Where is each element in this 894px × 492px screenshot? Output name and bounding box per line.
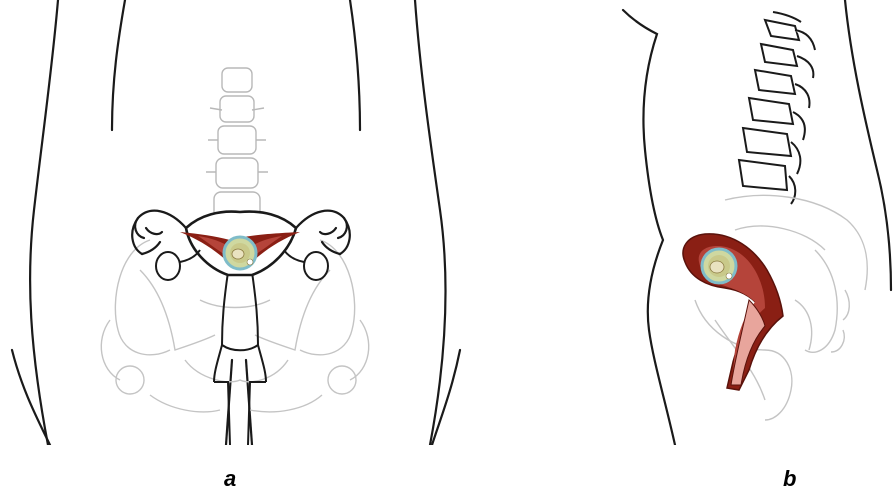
left-fallopian-tube: [132, 211, 186, 254]
panel-label-a: a: [224, 466, 236, 492]
vaginal-canal: [214, 272, 266, 445]
frontal-view-panel: [0, 0, 470, 445]
sagittal-view-illustration: [615, 0, 894, 445]
sagittal-view-panel: [615, 0, 894, 445]
spine: [739, 12, 815, 204]
frontal-view-illustration: [0, 0, 470, 445]
panel-label-b: b: [783, 466, 796, 492]
right-ovary: [304, 252, 328, 280]
embryo: [710, 261, 724, 273]
gestational-sac: [702, 249, 736, 283]
spine: [206, 68, 268, 222]
body-outline: [623, 0, 891, 445]
embryo: [232, 249, 244, 259]
left-ovary: [156, 252, 180, 280]
gestational-sac: [224, 237, 256, 269]
right-fallopian-tube: [296, 211, 350, 254]
